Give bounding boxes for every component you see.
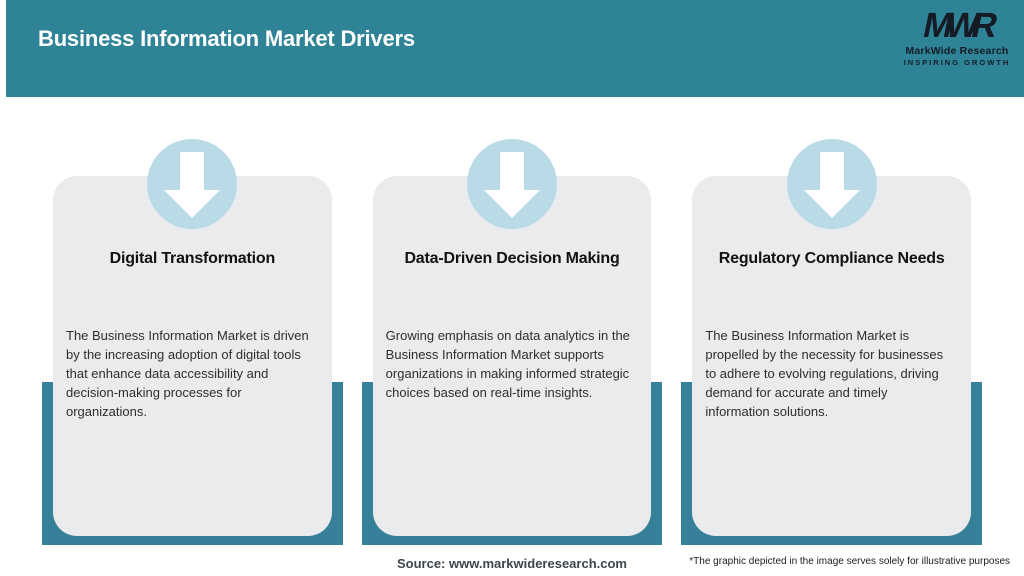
card-description: The Business Information Market is drive… xyxy=(66,328,309,419)
driver-column-regulatory-compliance-needs: Regulatory Compliance Needs The Business… xyxy=(681,139,983,545)
driver-card: Digital Transformation The Business Info… xyxy=(53,176,332,536)
page-title: Business Information Market Drivers xyxy=(38,26,415,51)
header-bar: Business Information Market Drivers MWR … xyxy=(6,0,1024,97)
driver-column-digital-transformation: Digital Transformation The Business Info… xyxy=(42,139,343,545)
driver-column-data-driven-decision-making: Data-Driven Decision Making Growing emph… xyxy=(361,139,663,545)
source-text: Source: www.markwideresearch.com xyxy=(396,556,627,571)
markwide-logo: MWR MarkWide Research INSPIRING GROWTH xyxy=(902,6,1012,67)
arrow-down-icon xyxy=(467,139,557,229)
logo-tagline: INSPIRING GROWTH xyxy=(903,58,1011,67)
disclaimer-text: *The graphic depicted in the image serve… xyxy=(689,556,1010,567)
logo-company-name: MarkWide Research xyxy=(905,45,1009,57)
card-description: The Business Information Market is prope… xyxy=(705,328,944,419)
arrow-down-icon xyxy=(147,139,238,229)
card-title: Data-Driven Decision Making xyxy=(404,250,620,267)
arrow-down-icon xyxy=(786,139,877,229)
driver-card: Regulatory Compliance Needs The Business… xyxy=(692,176,972,536)
card-title: Regulatory Compliance Needs xyxy=(718,250,945,267)
driver-card: Data-Driven Decision Making Growing emph… xyxy=(372,176,652,536)
mwr-monogram: MWR xyxy=(919,6,995,45)
card-description: Growing emphasis on data analytics in th… xyxy=(385,328,630,400)
driver-cards: Digital Transformation The Business Info… xyxy=(42,139,983,545)
card-title: Digital Transformation xyxy=(109,250,276,267)
